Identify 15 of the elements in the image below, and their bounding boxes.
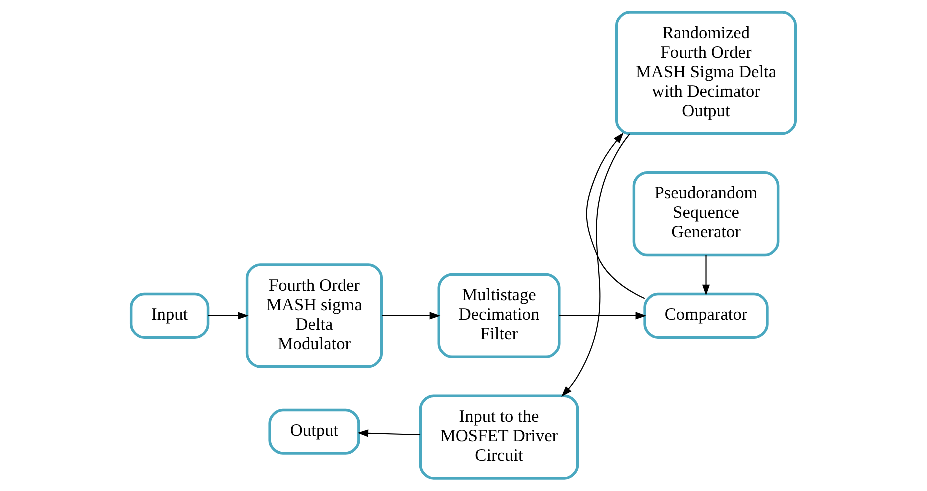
node-box: Randomized Fourth Order MASH Sigma Delta with Decimator Output	[616, 11, 798, 136]
arrow	[560, 312, 647, 320]
arrow	[208, 312, 249, 320]
node-box: Pseudorandom Sequence Generator	[632, 172, 780, 257]
arrow	[358, 430, 421, 438]
node-box: Fourth Order MASH sigma Delta Modulator	[246, 264, 384, 368]
node-box: Input to the MOSFET Driver Circuit	[419, 394, 580, 480]
arrow	[586, 132, 646, 300]
node-box: Input	[130, 292, 210, 339]
arrow	[382, 312, 441, 320]
arrow	[702, 255, 710, 296]
node-box: Multistage Decimation Filter	[438, 273, 561, 358]
node-box: Output	[268, 408, 360, 455]
arrow	[562, 134, 630, 397]
node-box: Comparator	[644, 292, 769, 339]
